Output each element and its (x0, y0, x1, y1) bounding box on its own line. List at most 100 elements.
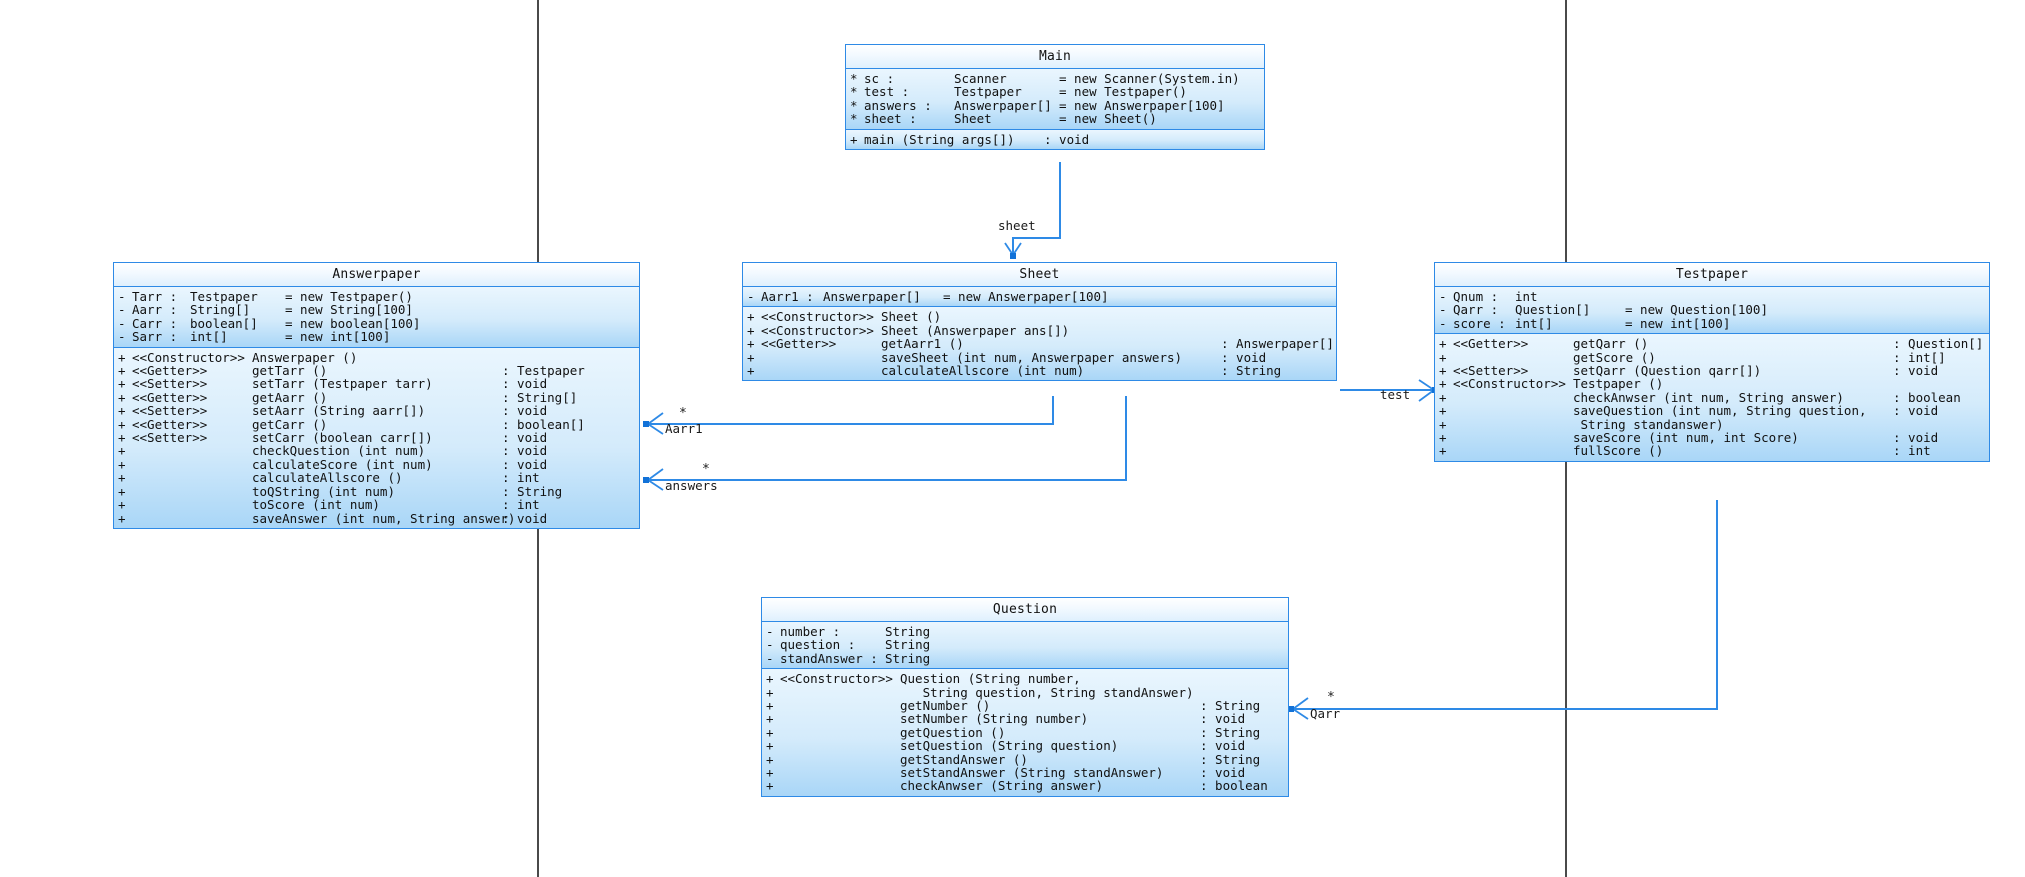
operation-stereotype (1453, 431, 1573, 444)
operation-stereotype: <<Getter>> (132, 389, 208, 405)
attribute-row: -standAnswer :String (762, 651, 1288, 665)
visibility-marker: + (766, 751, 774, 767)
operation-stereotype: <<Constructor>> (132, 349, 245, 365)
connector-testpaper-question (1288, 500, 1718, 720)
operation-return-type: : String (502, 483, 563, 499)
visibility-marker: + (1439, 389, 1447, 405)
attribute-type: int (1515, 289, 1538, 304)
attribute-initializer: = new int[100] (1625, 315, 1731, 331)
operation-signature: fullScore () (1573, 443, 1664, 459)
attribute-type: String[] (190, 302, 251, 318)
operation-signature: setCarr (boolean carr[]) (252, 430, 433, 446)
operation-return-type: : Question[] (1893, 336, 1984, 352)
operation-return-type: : String[] (502, 389, 578, 405)
operation-signature: setQarr (Question qarr[]) (1573, 363, 1762, 379)
attribute-initializer: = new Sheet() (1059, 111, 1157, 127)
attribute-name: Tarr : (132, 289, 178, 304)
visibility-marker: - (1439, 302, 1447, 318)
class-title-answerpaper: Answerpaper (114, 263, 639, 287)
operation-row: +<<Constructor>>Answerpaper () (114, 349, 639, 365)
operation-signature: Sheet () (881, 309, 942, 325)
attribute-name: Qarr : (1453, 302, 1499, 318)
attribute-type: int[] (1515, 315, 1553, 331)
visibility-marker: - (1439, 289, 1447, 304)
class-attributes-testpaper: -Qnum :int-Qarr :Question[]= new Questio… (1435, 287, 1989, 335)
class-operations-testpaper: +<<Getter>>getQarr (): Question[]+getSco… (1435, 334, 1989, 461)
class-box-testpaper[interactable]: Testpaper -Qnum :int-Qarr :Question[]= n… (1434, 262, 1990, 462)
attribute-name: question : (780, 637, 856, 653)
visibility-marker: + (118, 389, 126, 405)
visibility-marker: + (118, 403, 126, 419)
operation-return-type: : int (502, 470, 540, 486)
operation-row: +setQuestion (String question): void (762, 739, 1288, 753)
visibility-marker: + (118, 456, 126, 472)
operation-return-type: : void (1044, 131, 1090, 147)
operation-stereotype (780, 779, 900, 792)
operation-signature: toQString (int num) (252, 483, 395, 499)
operation-return-type: : void (502, 403, 548, 419)
class-box-main[interactable]: Main *sc :Scanner= new Scanner(System.in… (845, 44, 1265, 151)
operation-return-type: : void (1893, 430, 1939, 446)
operation-stereotype (780, 766, 900, 779)
attribute-type: int[] (190, 329, 228, 345)
visibility-marker: + (766, 671, 774, 687)
visibility-marker: * (850, 84, 858, 100)
operation-row: +setNumber (String number): void (762, 711, 1288, 727)
visibility-marker: - (747, 289, 755, 304)
operation-signature: getNumber () (900, 698, 991, 714)
operation-signature: getAarr () (252, 389, 328, 405)
attribute-name: test : (864, 84, 910, 100)
operation-return-type (1200, 686, 1204, 699)
visibility-marker: + (118, 510, 126, 526)
attribute-initializer: = new Answerpaper[100] (943, 289, 1109, 304)
visibility-marker: + (118, 416, 126, 432)
operation-stereotype (1453, 391, 1573, 404)
class-box-sheet[interactable]: Sheet -Aarr1 :Answerpaper[]= new Answerp… (742, 262, 1337, 382)
class-operations-main: +main (String args[]): void (846, 129, 1264, 150)
operation-row: +toQString (int num): String (114, 483, 639, 499)
operation-signature: checkAnwser (int num, String answer) (1573, 389, 1844, 405)
attribute-row: -question :String (762, 637, 1288, 653)
class-box-answerpaper[interactable]: Answerpaper -Tarr :Testpaper= new Testpa… (113, 262, 640, 529)
operation-return-type: : String (1221, 363, 1282, 379)
operation-signature: getQarr () (1573, 336, 1649, 352)
attribute-row: *sc :Scanner= new Scanner(System.in) (846, 72, 1264, 86)
connector-mult-answers: * (702, 462, 710, 477)
attribute-row: -number :String (762, 625, 1288, 639)
operation-return-type: : void (1893, 363, 1939, 379)
operation-signature: setNumber (String number) (900, 711, 1089, 727)
visibility-marker: + (766, 711, 774, 727)
attribute-name: score : (1453, 315, 1506, 331)
attribute-name: Aarr : (132, 302, 178, 318)
operation-row: +checkAnwser (int num, String answer): b… (1435, 389, 1989, 405)
attribute-name: Qnum : (1453, 289, 1499, 304)
class-attributes-question: -number :String-question :String-standAn… (762, 622, 1288, 670)
operation-signature: Question (String number, (900, 671, 1081, 687)
attribute-row: -Tarr :Testpaper= new Testpaper() (114, 289, 639, 304)
operation-stereotype (132, 498, 252, 511)
class-box-question[interactable]: Question -number :String-question :Strin… (761, 597, 1289, 797)
operation-return-type: : void (502, 376, 548, 392)
operation-signature: setAarr (String aarr[]) (252, 403, 426, 419)
visibility-marker: + (1439, 443, 1447, 459)
connector-label-qarr: Qarr (1310, 706, 1341, 721)
operation-signature: String question, String standAnswer) (900, 684, 1194, 700)
attribute-type: String (885, 637, 931, 653)
operation-return-type: : boolean[] (502, 416, 585, 432)
visibility-marker: - (118, 315, 126, 331)
operation-stereotype (132, 485, 252, 498)
class-title-testpaper: Testpaper (1435, 263, 1989, 287)
operation-row: +toScore (int num): int (114, 498, 639, 512)
connector-label-answers: answers (665, 478, 718, 493)
operation-row: +<<Setter>>setAarr (String aarr[]): void (114, 403, 639, 419)
operation-signature: saveQuestion (int num, String question, (1573, 403, 1867, 419)
connector-label-sheet: sheet (998, 218, 1036, 233)
operation-stereotype (780, 739, 900, 752)
visibility-marker: + (747, 336, 755, 352)
visibility-marker: * (850, 111, 858, 127)
operation-row: +<<Setter>>setCarr (boolean carr[]): voi… (114, 430, 639, 446)
operation-stereotype: <<Getter>> (761, 336, 837, 352)
class-operations-question: +<<Constructor>>Question (String number,… (762, 669, 1288, 796)
operation-stereotype: <<Setter>> (132, 430, 208, 446)
class-title-question: Question (762, 598, 1288, 622)
